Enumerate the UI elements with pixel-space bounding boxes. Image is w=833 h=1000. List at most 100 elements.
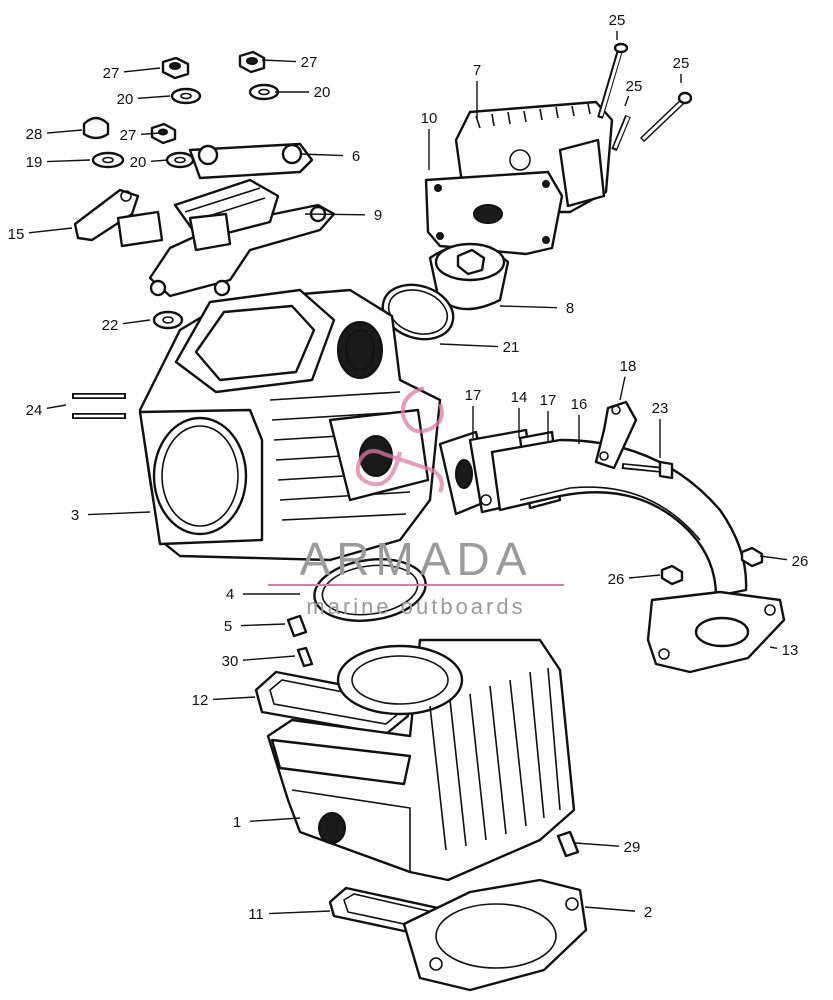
exhaust-flange-13	[646, 590, 786, 674]
callout-leader	[249, 817, 301, 823]
callout-c12: 12	[192, 692, 256, 709]
bracket-18	[594, 400, 638, 470]
callout-leader	[624, 95, 630, 107]
callout-label: 25	[609, 12, 626, 29]
bolt-23	[621, 460, 674, 480]
callout-leader	[240, 623, 286, 627]
callout-leader	[574, 842, 620, 847]
callout-c26a: 26	[759, 553, 809, 570]
callout-label: 20	[117, 91, 134, 108]
callout-label: 27	[120, 127, 137, 144]
callout-leader	[28, 227, 73, 234]
cap-nut-28	[82, 116, 110, 140]
bolt-25-right	[639, 91, 693, 143]
exhaust-pipe-16	[490, 438, 748, 598]
callout-c5: 5	[224, 618, 286, 635]
callout-label: 25	[673, 55, 690, 72]
callout-label: 30	[222, 653, 239, 670]
callout-label: 6	[352, 148, 360, 165]
callout-label: 2	[644, 904, 652, 921]
callout-label: 17	[540, 392, 557, 409]
head-gasket-4	[313, 558, 427, 622]
callout-label: 26	[608, 571, 625, 588]
cylinder-head-3	[138, 288, 442, 562]
callout-leader	[619, 376, 626, 401]
callout-leader	[584, 906, 636, 912]
cylinder-block-1	[266, 638, 576, 882]
callout-label: 24	[26, 402, 43, 419]
callout-label: 22	[102, 317, 119, 334]
callout-leader	[140, 132, 161, 136]
callout-leader	[46, 404, 67, 409]
callout-c1: 1	[233, 814, 301, 831]
watermark-tagline: marine outboards	[306, 594, 525, 619]
callout-c9: 9	[304, 207, 382, 224]
callout-label: 26	[792, 553, 809, 570]
dowel-29	[556, 830, 580, 858]
callout-c14: 14	[511, 389, 527, 438]
watermark-brand: ARMADA	[300, 533, 533, 585]
callout-label: 21	[503, 339, 520, 356]
callout-label: 18	[620, 358, 637, 375]
nut-26-right	[740, 546, 764, 568]
nut-27-mid	[150, 122, 177, 145]
callout-c24: 24	[26, 402, 67, 419]
callout-c22: 22	[102, 317, 151, 334]
callout-c20b: 20	[275, 84, 330, 101]
nut-26-left	[660, 564, 684, 586]
washer-19	[91, 151, 125, 169]
washer-20-left	[170, 87, 202, 105]
callout-c13: 13	[769, 642, 798, 659]
nut-27-right	[238, 50, 266, 74]
callout-c27b: 27	[261, 54, 317, 71]
callout-leader	[769, 646, 778, 650]
callout-label: 7	[473, 62, 481, 79]
callout-c4: 4	[226, 586, 300, 603]
callout-label: 5	[224, 618, 232, 635]
o-ring-21	[381, 283, 455, 341]
callout-label: 29	[624, 839, 641, 856]
callout-leader	[499, 305, 558, 309]
callout-label: 9	[374, 207, 382, 224]
callout-label: 23	[652, 400, 669, 417]
callout-label: 3	[71, 507, 79, 524]
callout-label: 12	[192, 692, 209, 709]
nut-27-left	[161, 56, 190, 80]
callout-c25c: 25	[673, 55, 690, 83]
callout-label: 1	[233, 814, 241, 831]
bolt-25-mid	[611, 114, 631, 152]
callout-c18: 18	[619, 358, 637, 401]
callout-c20a: 20	[117, 91, 171, 108]
callout-leader	[304, 213, 366, 216]
callout-c25b: 25	[624, 78, 642, 107]
gasket-10	[424, 170, 564, 256]
callout-c16: 16	[571, 396, 587, 444]
rocker-base-9	[148, 178, 336, 298]
callout-c7: 7	[473, 62, 481, 118]
callout-leader	[299, 153, 344, 157]
callout-leader	[46, 159, 91, 163]
callout-label: 15	[8, 226, 25, 243]
callout-c19: 19	[26, 154, 91, 171]
callout-c3: 3	[71, 507, 151, 524]
rocker-arm-15	[73, 188, 232, 252]
callout-label: 10	[421, 110, 438, 127]
callout-c30: 30	[222, 653, 296, 670]
callout-label: 20	[314, 84, 331, 101]
callout-label: 11	[248, 906, 264, 923]
callout-leader	[268, 910, 331, 915]
callout-leader	[150, 159, 169, 162]
callout-label: 19	[26, 154, 43, 171]
callout-leader	[122, 319, 151, 325]
callout-c28: 28	[26, 126, 83, 143]
bolt-25-top	[597, 42, 629, 119]
rocker-bracket-6	[188, 142, 314, 180]
callout-leader	[87, 511, 151, 516]
callout-c17a: 17	[465, 387, 481, 438]
callout-leader	[212, 696, 256, 701]
callout-c15: 15	[8, 226, 73, 243]
cap-8	[428, 242, 510, 311]
callout-c26b: 26	[608, 571, 661, 588]
callout-leader	[137, 95, 171, 99]
callout-leader	[628, 574, 661, 579]
